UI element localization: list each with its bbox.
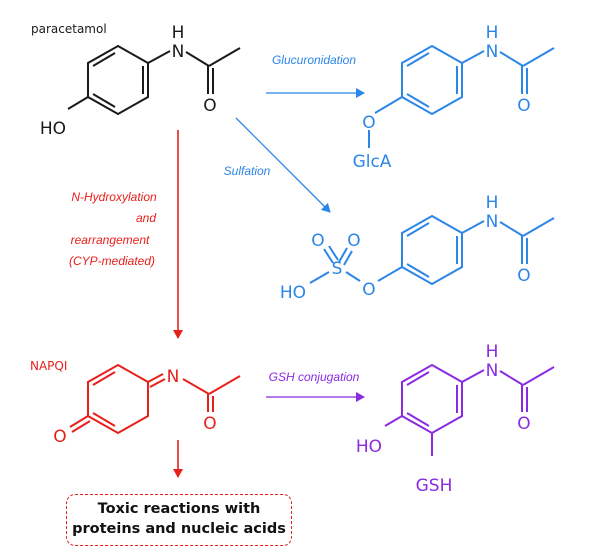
sulfate-atom-o-link: O <box>362 280 375 300</box>
paracetamol-atom-n: N <box>172 42 185 62</box>
sulfate-group-ho: HO <box>280 283 306 303</box>
gsh-conjugate-group-ho: HO <box>356 437 382 457</box>
sulfate-atom-h: H <box>486 193 499 213</box>
toxic-line1: Toxic reactions with <box>97 501 261 518</box>
gsh-conjugate-atom-o-carbonyl: O <box>517 414 530 434</box>
hydroxylation-label-line3: rearrangement <box>71 233 150 247</box>
glucuronide-atom-o-link: O <box>362 113 375 133</box>
hydroxylation-label-line1: N-Hydroxylation <box>71 190 157 204</box>
paracetamol-atom-h: H <box>172 23 185 43</box>
toxic-reactions-box: Toxic reactions with proteins and nuclei… <box>66 494 292 546</box>
sulfate-atom-s: S <box>332 259 343 279</box>
sulfate-atom-o-carbonyl: O <box>517 266 530 286</box>
paracetamol-label: paracetamol <box>31 22 107 36</box>
gsh-conjugate-atom-n: N <box>486 361 499 381</box>
glucuronide-structure <box>368 44 555 148</box>
sulfate-atom-n: N <box>486 212 499 232</box>
glucuronide-atom-h: H <box>486 23 499 43</box>
paracetamol-structure <box>67 44 241 116</box>
toxic-line2: proteins and nucleic acids <box>72 521 286 537</box>
gsh-conjugation-label: GSH conjugation <box>269 370 360 384</box>
paracetamol-atom-o: O <box>203 96 216 116</box>
gsh-conjugate-group-gsh: GSH <box>416 476 453 496</box>
gsh-conjugate-atom-h: H <box>486 342 499 362</box>
napqi-atom-o-ring: O <box>53 427 66 447</box>
gsh-conjugate-structure <box>384 363 555 456</box>
napqi-structure <box>69 363 241 435</box>
sulfation-label: Sulfation <box>224 164 271 178</box>
glucuronide-atom-o-carbonyl: O <box>517 96 530 116</box>
sulfation-arrow <box>235 117 331 213</box>
glucuronidation-label: Glucuronidation <box>272 53 356 67</box>
sulfate-atom-o1: O <box>311 231 324 251</box>
hydroxylation-label-line4: (CYP-mediated) <box>69 254 155 268</box>
sulfate-atom-o2: O <box>347 231 360 251</box>
napqi-label: NAPQI <box>30 359 67 373</box>
napqi-atom-o-carbonyl: O <box>203 414 216 434</box>
napqi-atom-n: N <box>167 367 180 387</box>
paracetamol-group-ho: HO <box>40 119 66 139</box>
sulfate-structure <box>309 214 555 286</box>
hydroxylation-label-line2: and <box>136 211 156 225</box>
glucuronide-atom-n: N <box>486 42 499 62</box>
glucuronide-group-glca: GlcA <box>353 152 392 172</box>
